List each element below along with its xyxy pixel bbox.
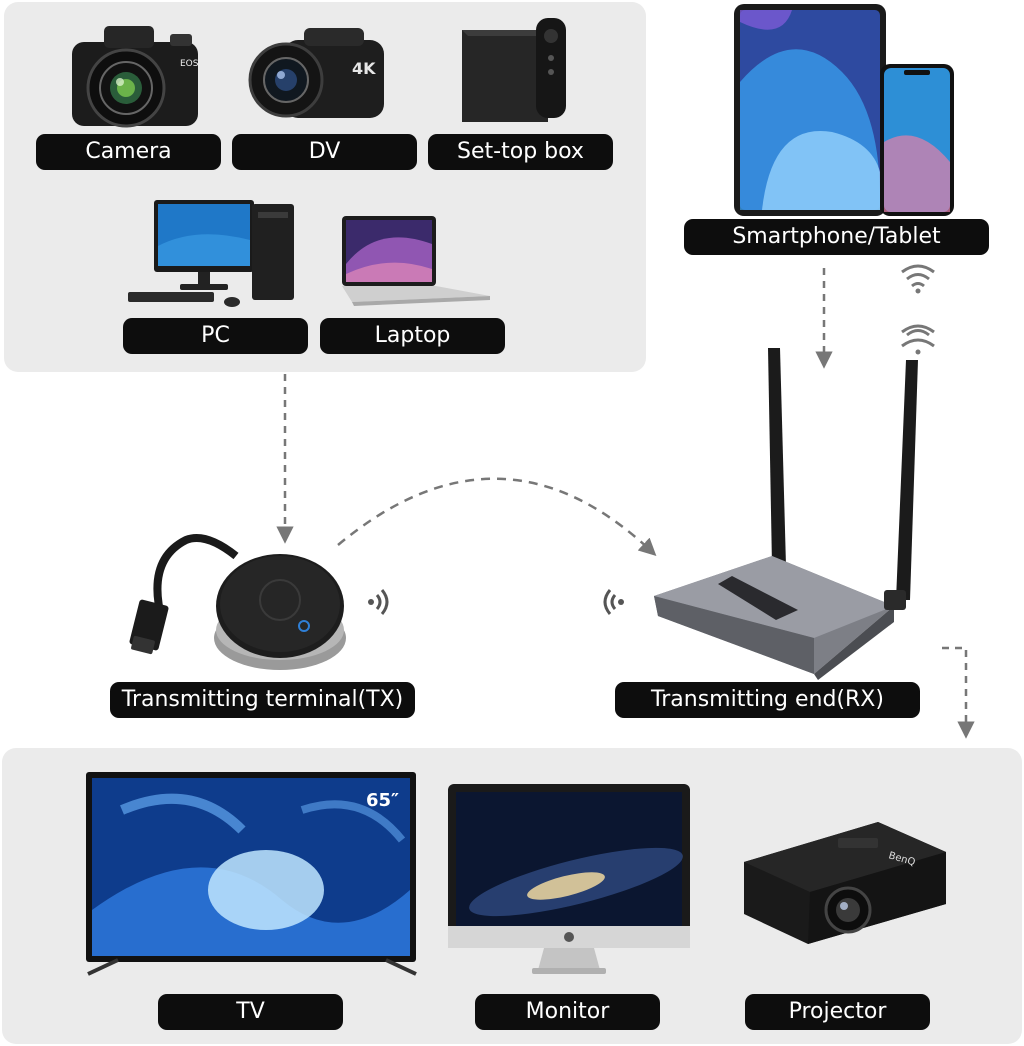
tv-size-text: 65″ bbox=[366, 790, 399, 811]
projector-image: BenQ bbox=[744, 822, 946, 944]
tx-dongle-image bbox=[129, 534, 346, 670]
dv-camcorder-image: 4K bbox=[248, 28, 384, 118]
laptop-label: Laptop bbox=[320, 318, 505, 354]
wireless-signal-icon bbox=[368, 589, 389, 615]
monitor-image bbox=[448, 784, 690, 974]
tv-label: TV bbox=[158, 994, 343, 1030]
camera-label: Camera bbox=[36, 134, 221, 170]
wifi-signal-icon bbox=[901, 324, 935, 355]
dv-label: DV bbox=[232, 134, 417, 170]
pc-image bbox=[128, 200, 294, 307]
tx-label: Transmitting terminal(TX) bbox=[110, 682, 415, 718]
projector-label: Projector bbox=[745, 994, 930, 1030]
set-top-box-image bbox=[462, 18, 566, 122]
set-top-box-label: Set-top box bbox=[428, 134, 613, 170]
smartphone-tablet-label: Smartphone/Tablet bbox=[684, 219, 989, 255]
arrow-tx-to-rx bbox=[337, 477, 657, 556]
arrow-rx-to-displays bbox=[942, 646, 975, 739]
wifi-signal-icon bbox=[901, 264, 935, 294]
laptop-image bbox=[342, 216, 490, 306]
camera-image: EOS bbox=[72, 26, 199, 128]
monitor-label: Monitor bbox=[475, 994, 660, 1030]
rx-receiver-image bbox=[654, 348, 918, 680]
smartphone-tablet-image bbox=[734, 4, 954, 216]
wireless-signal-icon bbox=[603, 589, 624, 615]
dv-badge-text: 4K bbox=[352, 59, 376, 78]
camera-model-text: EOS bbox=[180, 59, 199, 69]
pc-label: PC bbox=[123, 318, 308, 354]
tv-image: 65″ bbox=[86, 772, 417, 976]
rx-label: Transmitting end(RX) bbox=[615, 682, 920, 718]
